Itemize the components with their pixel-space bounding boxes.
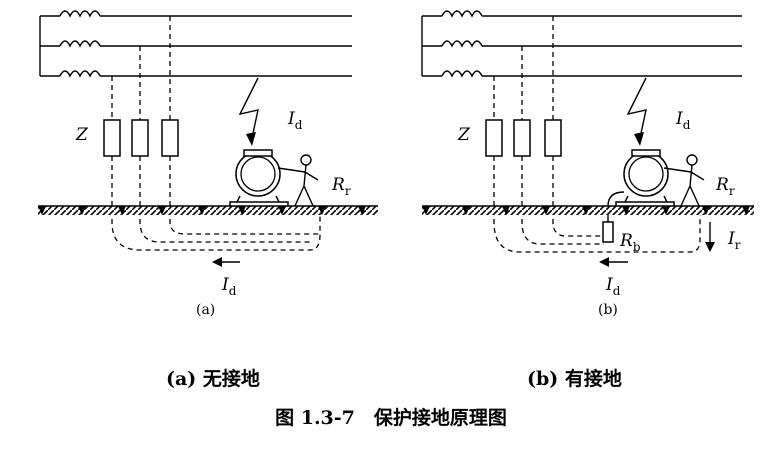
motor-a [229,149,289,211]
body-resistance-label-a: Rr [331,175,351,198]
ground-a [38,205,378,215]
ground-electrode-resistor [602,221,614,243]
body-resistance-label-b: Rr [715,175,735,198]
transformer-windings [39,10,101,78]
fault-lightning-a [238,77,259,139]
leakage-paths [111,16,321,251]
caption-b: (b) 有接地 [527,367,622,390]
three-phase-lines [100,15,352,77]
transformer-windings [421,10,483,78]
figure-caption: 图 1.3-7 保护接地原理图 [275,406,507,429]
fault-arrowhead-a [246,132,256,146]
z-label-a: Z [75,125,89,145]
person-b [663,154,705,209]
body-current-arrow-b [705,222,715,252]
three-phase-lines [482,15,742,77]
return-current-label-a: Id [221,275,237,298]
return-current-label-b: Id [605,275,621,298]
fault-current-label-a: Id [287,109,303,132]
body-current-label-b: Ir [727,229,741,252]
motor-b [615,149,675,211]
leakage-paths [493,16,701,253]
panel-tag-a: (a) [196,302,215,318]
fault-lightning-b [626,77,647,139]
ground-resistance-label-b: Rb [619,231,641,254]
person-a [277,154,319,209]
insulation-impedances [485,119,562,157]
panel-tag-b: (b) [598,302,618,318]
return-current-arrow-b [599,257,628,267]
panel-b: Z Id Rr Rb [421,10,754,318]
z-label-b: Z [457,125,471,145]
fault-current-label-b: Id [675,109,691,132]
ground-b [422,205,754,215]
fault-arrowhead-b [634,132,644,146]
panel-a: Z Id Rr [38,10,378,318]
return-current-arrow-a [212,257,240,267]
caption-a: (a) 无接地 [166,367,260,390]
insulation-impedances [103,119,179,157]
